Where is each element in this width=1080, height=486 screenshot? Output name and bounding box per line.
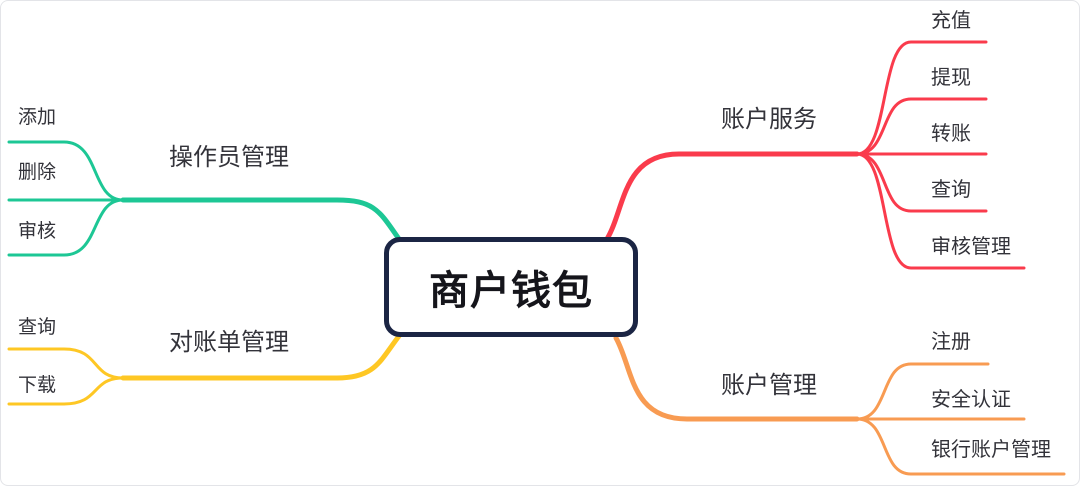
child-label-delete[interactable]: 删除: [18, 162, 57, 183]
child-line-download: [7, 376, 125, 406]
child-label-query-statement[interactable]: 查询: [18, 317, 57, 338]
child-label-register[interactable]: 注册: [931, 331, 971, 353]
child-line-add: [7, 140, 125, 202]
child-label-recharge[interactable]: 充值: [931, 10, 971, 32]
branch-label-statement-management[interactable]: 对账单管理: [169, 329, 289, 356]
child-label-download[interactable]: 下载: [18, 375, 57, 396]
branch-line-statement-management: [120, 333, 402, 381]
child-label-transfer[interactable]: 转账: [931, 123, 971, 145]
child-line-bank-account-management: [855, 417, 1066, 476]
child-line-recharge: [855, 40, 988, 156]
child-label-add[interactable]: 添加: [18, 107, 57, 128]
child-line-review-management: [855, 152, 1026, 270]
child-label-withdraw[interactable]: 提现: [931, 67, 971, 89]
child-label-review-management[interactable]: 审核管理: [931, 236, 1011, 258]
branch-line-operator-management: [120, 197, 402, 242]
branch-line-account-management: [613, 335, 860, 422]
child-line-register: [855, 362, 990, 421]
child-line-query-statement: [7, 347, 125, 380]
child-line-withdraw: [855, 97, 988, 156]
branch-line-account-services: [604, 151, 860, 242]
child-label-bank-account-management[interactable]: 银行账户管理: [931, 439, 1051, 461]
child-label-query-account[interactable]: 查询: [931, 179, 971, 201]
branch-label-account-management[interactable]: 账户管理: [721, 372, 817, 399]
child-label-review[interactable]: 审核: [18, 221, 57, 242]
branch-label-account-services[interactable]: 账户服务: [721, 106, 817, 133]
child-line-review: [7, 198, 125, 257]
branch-label-operator-management[interactable]: 操作员管理: [169, 144, 289, 171]
child-label-security-auth[interactable]: 安全认证: [931, 389, 1011, 411]
central-node[interactable]: 商户钱包: [384, 237, 638, 337]
central-node-label: 商户钱包: [429, 269, 593, 313]
